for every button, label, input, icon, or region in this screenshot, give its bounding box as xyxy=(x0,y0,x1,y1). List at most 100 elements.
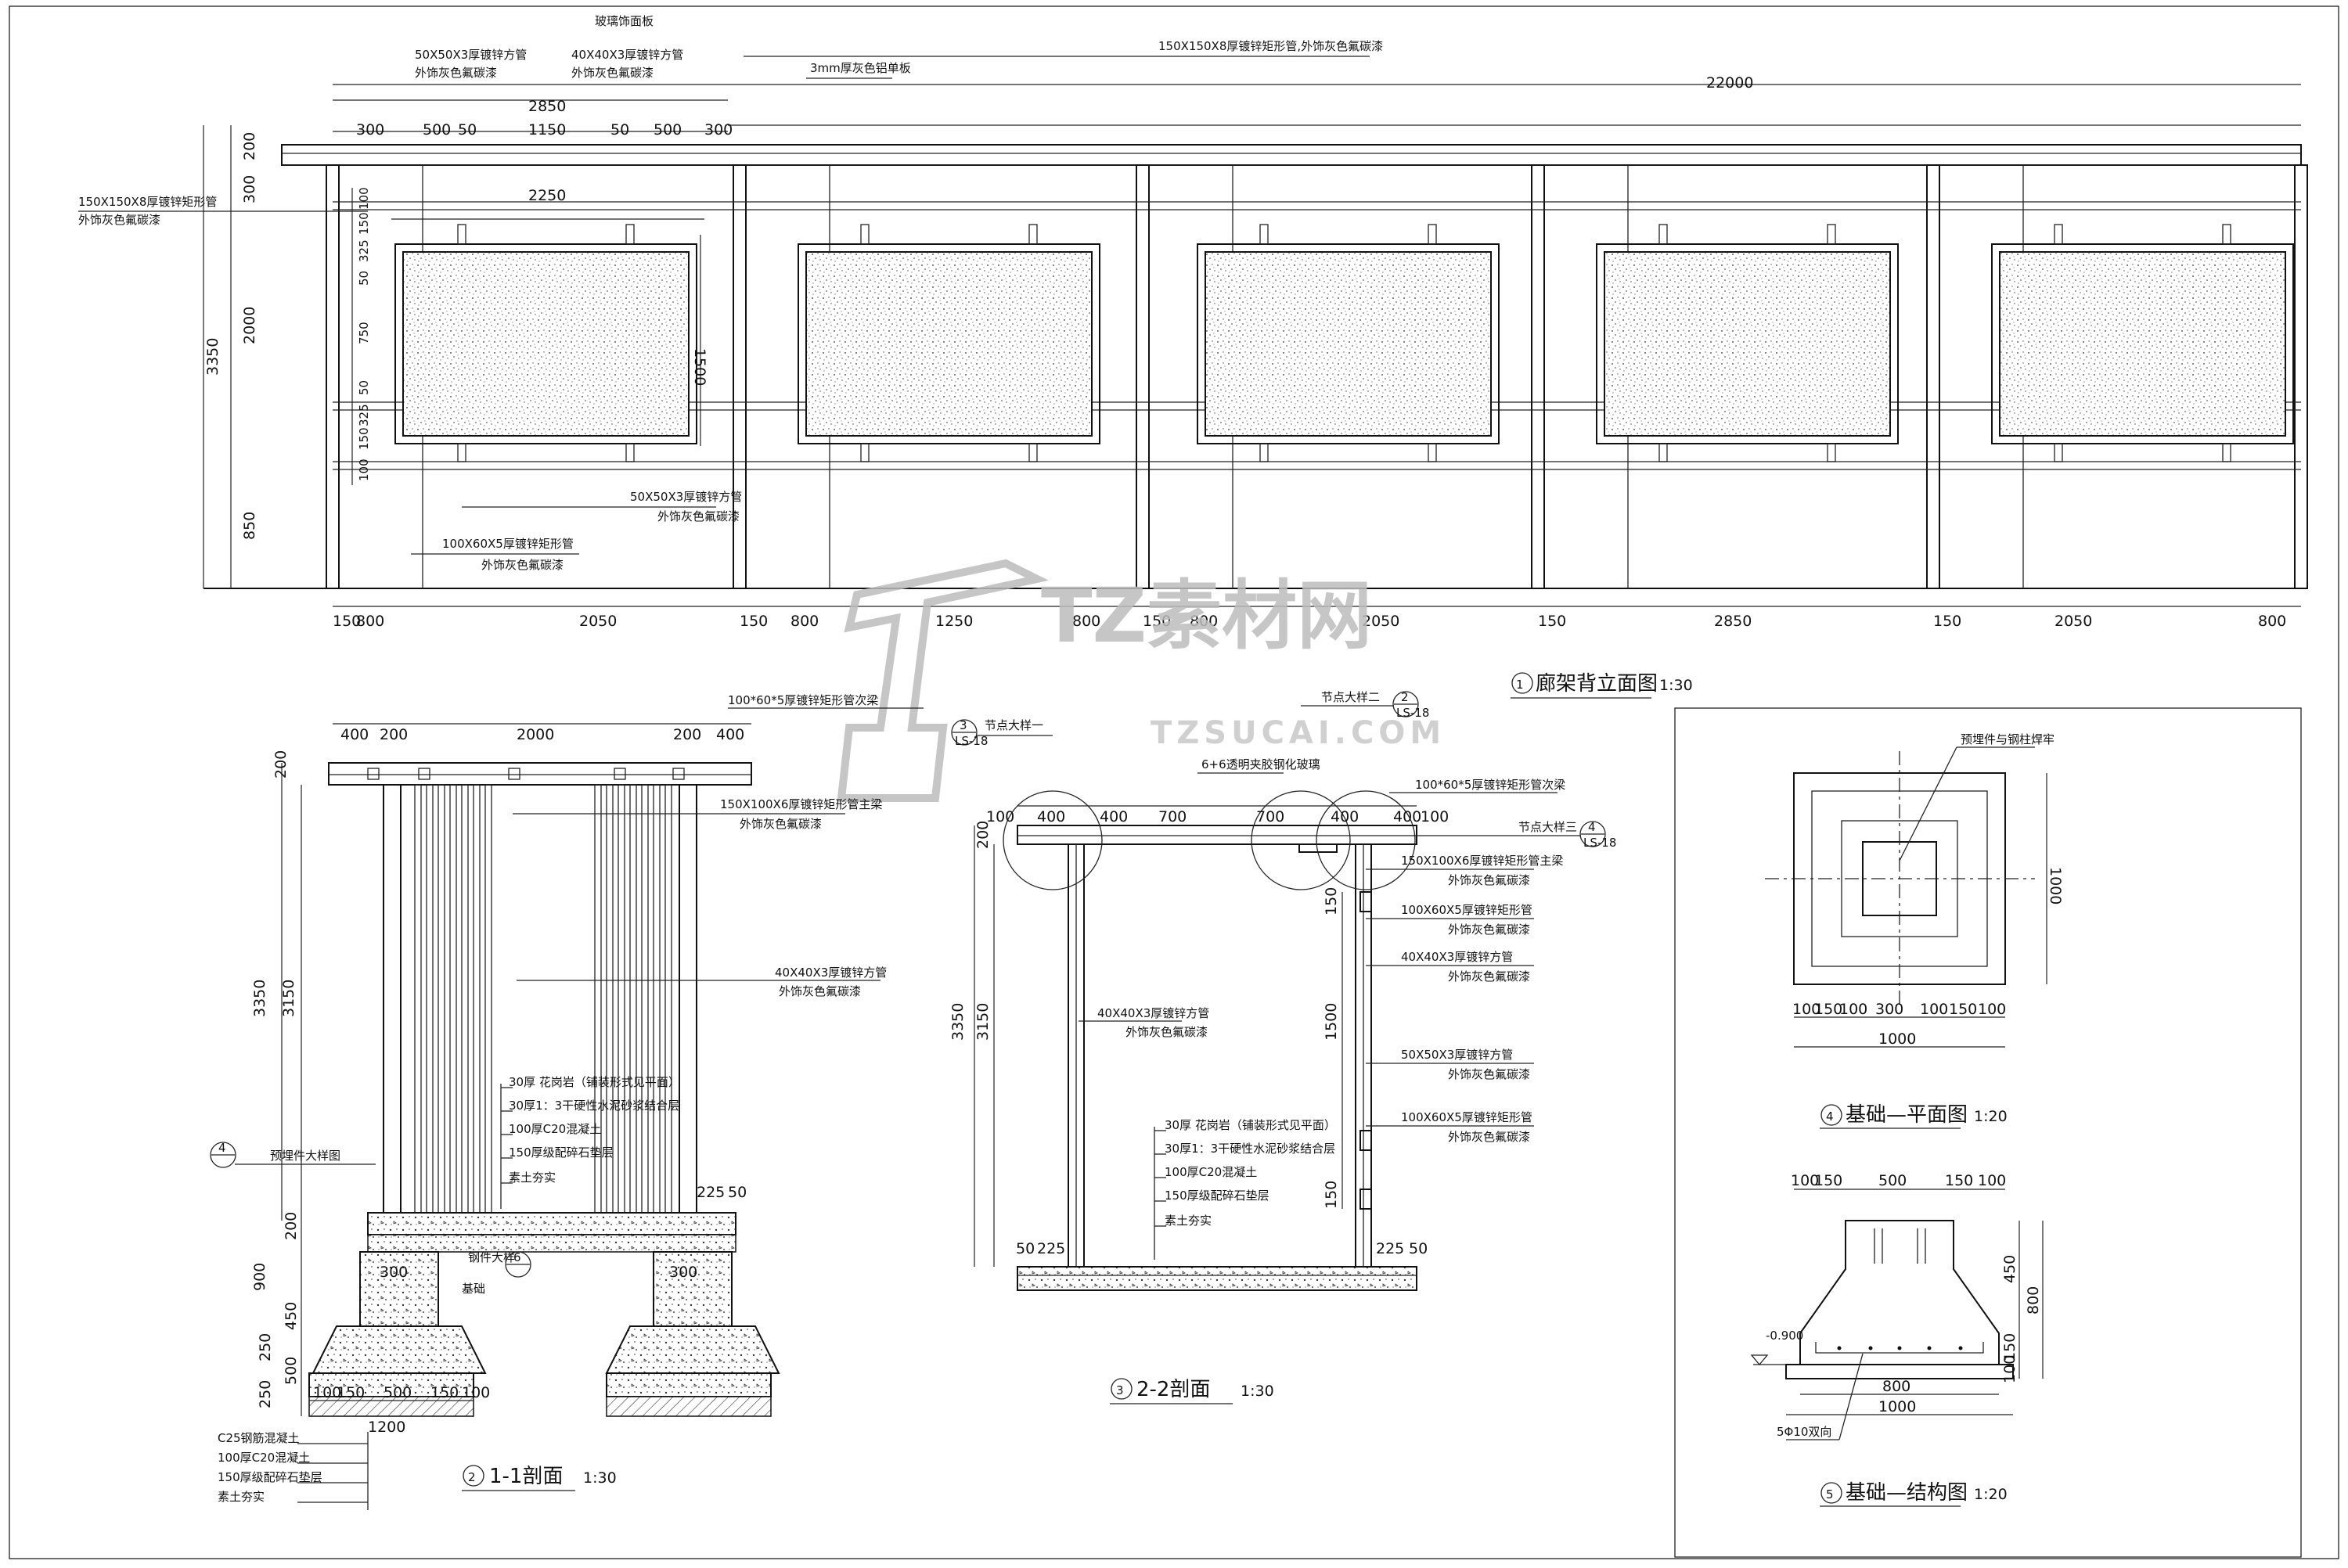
s11-paint-2: 外饰灰色氟碳漆 xyxy=(779,984,861,998)
s11-base-label: 基础 xyxy=(462,1282,485,1296)
s11-foundation-layer: 素土夯实 xyxy=(218,1490,265,1504)
elev-inner-dim: 50 xyxy=(357,271,371,286)
s11-slat xyxy=(641,784,649,1214)
plan-dim: 100 xyxy=(1839,1001,1867,1018)
callout-tube40: 40X40X3厚镀锌方管 xyxy=(571,48,683,62)
struct-footing xyxy=(1799,1220,2000,1365)
s22-layer: 150厚级配碎石垫层 xyxy=(1165,1189,1269,1203)
elev-left-dim: 200 xyxy=(241,132,258,160)
svg-text:1: 1 xyxy=(1516,678,1524,692)
s11-beam-note: 100*60*5厚镀锌矩形管次梁 xyxy=(728,693,878,707)
callout-tube100: 100X60X5厚镀锌矩形管 xyxy=(442,537,574,551)
dim-22000: 22000 xyxy=(1706,74,1753,92)
s22-ref-4: LS-18 xyxy=(1583,836,1616,850)
s22-title: 2-2剖面 xyxy=(1136,1378,1210,1401)
glass-panel-frame xyxy=(1991,243,2294,444)
s11-dim-3350: 3350 xyxy=(251,980,268,1017)
s11-bottom-dim: 150 xyxy=(430,1384,459,1401)
glass-panel xyxy=(1205,251,1492,437)
s22-node2: 节点大样二 xyxy=(1321,690,1380,704)
elev-left-dim: 850 xyxy=(241,512,258,540)
glass-panel-frame xyxy=(394,243,697,444)
elev-left-dim: 300 xyxy=(241,175,258,203)
s22-scale: 1:30 xyxy=(1241,1383,1274,1400)
s22-glass: 6+6透明夹胶钢化玻璃 xyxy=(1201,757,1320,771)
s22-top-dim: 400 xyxy=(1393,808,1421,825)
s22-top-dim: 400 xyxy=(1037,808,1065,825)
plan-side: 1000 xyxy=(2047,867,2064,904)
s11-layer: 100厚C20混凝土 xyxy=(509,1122,601,1136)
s11-bottom-dim: 100 xyxy=(313,1384,341,1401)
struct-dim-800: 800 xyxy=(2025,1286,2042,1314)
glass-panel xyxy=(402,251,690,437)
elev-inner-dim: 325 xyxy=(357,404,371,426)
dim-3350: 3350 xyxy=(204,338,221,376)
elev-bottom-dim: 800 xyxy=(2258,613,2286,630)
struct-top-dim: 100 xyxy=(1791,1172,1819,1189)
dim-2850: 2850 xyxy=(528,98,566,115)
s22-top-dim: 100 xyxy=(1421,808,1449,825)
s11-slat xyxy=(449,784,457,1214)
s22-top-dim: 700 xyxy=(1158,808,1187,825)
s22-right-callout: 100X60X5厚镀锌矩形管 xyxy=(1401,1110,1532,1124)
callout-tube50-lower: 50X50X3厚镀锌方管 xyxy=(630,490,742,504)
elev-top-dim: 300 xyxy=(704,121,733,138)
watermark-cn: TZ素材网 xyxy=(1041,572,1372,660)
s11-paint-1: 外饰灰色氟碳漆 xyxy=(740,817,822,831)
elevation-col-paint: 外饰灰色氟碳漆 xyxy=(78,213,160,227)
s11-dim-225: 225 xyxy=(697,1184,725,1201)
struct-scale: 1:20 xyxy=(1974,1486,2008,1503)
s11-slat xyxy=(461,784,469,1214)
s11-dim-500: 500 xyxy=(283,1357,300,1385)
callout-glass: 玻璃饰面板 xyxy=(595,14,654,28)
s11-num: 2 xyxy=(468,1470,476,1484)
s22-right-callout: 外饰灰色氟碳漆 xyxy=(1448,1130,1530,1144)
s11-slat xyxy=(629,784,637,1214)
s11-bottom-dim: 150 xyxy=(337,1384,365,1401)
elev-bottom-dim: 800 xyxy=(1190,613,1218,630)
s11-slat xyxy=(414,784,422,1214)
s22-mark3: 3 xyxy=(960,718,967,732)
s22-top-dim: 700 xyxy=(1256,808,1284,825)
elev-bottom-dim: 150 xyxy=(1538,613,1566,630)
elev-bottom-dim: 1250 xyxy=(935,613,973,630)
plan-note: 预埋件与钢柱焊牢 xyxy=(1961,732,2054,746)
glass-panel-frame xyxy=(1197,243,1500,444)
elev-inner-dim: 150 xyxy=(357,212,371,235)
elev-bottom-dim: 2050 xyxy=(2054,613,2092,630)
elev-inner-dim: 100 xyxy=(357,459,371,481)
struct-top-dim: 500 xyxy=(1878,1172,1907,1189)
s22-dim-50b: 50 xyxy=(1409,1240,1428,1257)
elev-left-dim: 2000 xyxy=(241,307,258,344)
elev-top-dim: 500 xyxy=(654,121,682,138)
s22-right-callout: 150X100X6厚镀锌矩形管主梁 xyxy=(1401,854,1563,868)
s11-top-dim: 2000 xyxy=(517,726,554,743)
elev-bottom-dim: 800 xyxy=(356,613,384,630)
s11-slat xyxy=(664,784,672,1214)
watermark-en: TZSUCAI.COM xyxy=(1151,715,1446,751)
callout-paint-3: 外饰灰色氟碳漆 xyxy=(657,509,740,523)
s22-dim-150b: 150 xyxy=(1323,1181,1340,1209)
s22-top-dim: 400 xyxy=(1331,808,1359,825)
s11-dim-300a: 300 xyxy=(380,1264,408,1281)
s11-embed: 预埋件大样图 xyxy=(270,1149,340,1163)
s22-top-dim: 100 xyxy=(986,808,1014,825)
elevation-post xyxy=(1136,164,1150,589)
elev-bottom-dim: 2850 xyxy=(1714,613,1752,630)
s11-title: 1-1剖面 xyxy=(489,1465,563,1488)
elev-top-dim: 500 xyxy=(423,121,451,138)
elev-bottom-dim: 800 xyxy=(790,613,819,630)
s11-tube40: 40X40X3厚镀锌方管 xyxy=(775,966,887,980)
s22-top-dim: 400 xyxy=(1100,808,1128,825)
elev-inner-dim: 750 xyxy=(357,322,371,344)
struct-top-dim: 150 xyxy=(1945,1172,1973,1189)
s22-right-callout: 外饰灰色氟碳漆 xyxy=(1448,1067,1530,1081)
s11-layer: 30厚1：3干硬性水泥砂浆结合层 xyxy=(509,1099,679,1113)
callout-paint-2: 外饰灰色氟碳漆 xyxy=(571,66,654,80)
s11-foundation-layer: C25钢筋混凝土 xyxy=(218,1431,300,1445)
s11-main-beam: 150X100X6厚镀锌矩形管主梁 xyxy=(720,797,882,811)
s22-num: 3 xyxy=(1116,1383,1124,1397)
